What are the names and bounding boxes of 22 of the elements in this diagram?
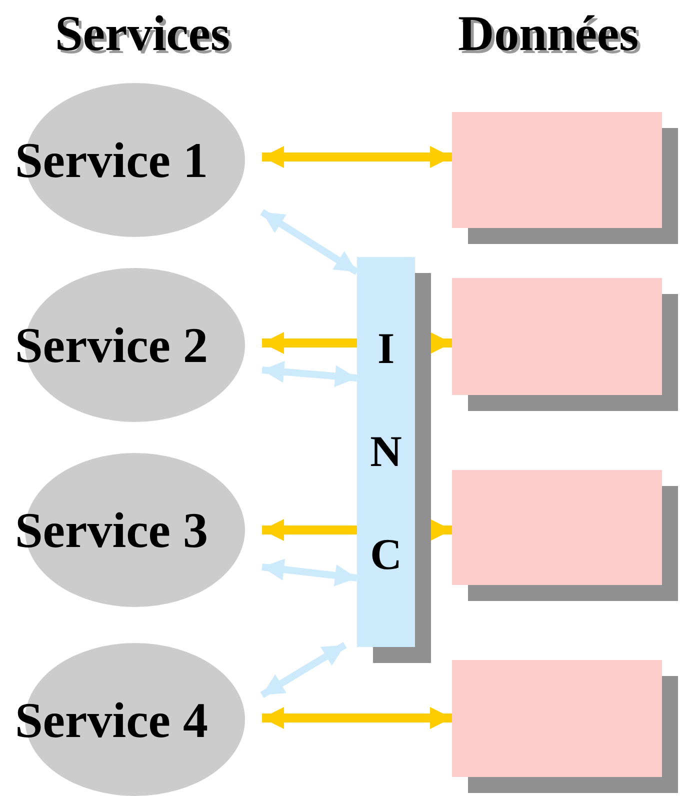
service-label: Service 3: [15, 505, 208, 555]
middleware-bar: [357, 257, 415, 647]
service-label: Service 2: [15, 320, 208, 370]
double-arrow: [262, 558, 358, 586]
data-box: [452, 112, 662, 228]
bar-letter: C: [370, 533, 402, 578]
data-box: [452, 660, 662, 777]
data-box: [452, 470, 662, 585]
double-arrow: [262, 360, 358, 388]
service-label: Service 1: [15, 135, 208, 185]
data-box: [452, 278, 662, 395]
bar-letter: N: [370, 430, 402, 474]
service-label: Service 4: [15, 694, 208, 744]
bar-letter: I: [377, 326, 395, 371]
column-heading: Services: [55, 8, 230, 58]
double-arrow: [262, 332, 357, 354]
double-arrow: [260, 209, 359, 275]
double-arrow: [262, 146, 452, 168]
column-heading: Données: [458, 8, 639, 58]
double-arrow: [260, 642, 347, 698]
double-arrow: [262, 707, 452, 729]
double-arrow: [262, 519, 357, 541]
